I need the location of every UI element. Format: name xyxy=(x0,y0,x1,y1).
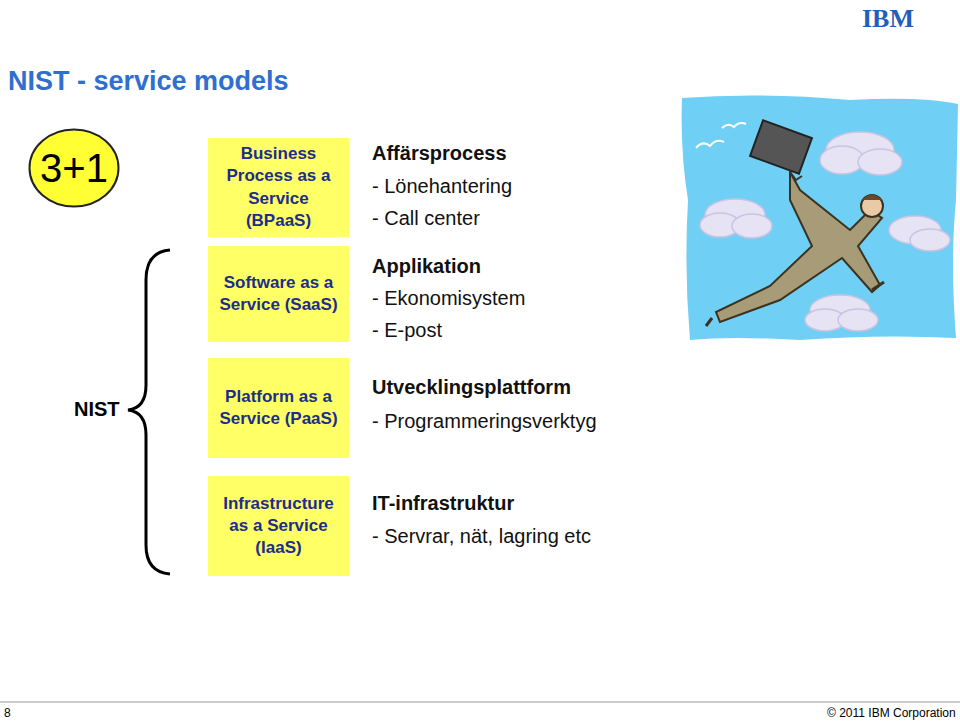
layer-heading: Utvecklingsplattform xyxy=(372,376,571,399)
copyright: © 2011 IBM Corporation xyxy=(827,706,956,720)
slide-title: NIST - service models xyxy=(8,66,289,97)
bird xyxy=(696,123,746,148)
service-name: Business Process as a Service (BPaaS) xyxy=(214,143,343,231)
service-name: Platform as a Service (PaaS) xyxy=(214,386,343,430)
count-circle: 3+1 xyxy=(28,128,120,208)
layer-example: - E-post xyxy=(372,319,442,342)
service-box: Infrastructure as a Service (IaaS) xyxy=(208,476,349,576)
page-number: 8 xyxy=(4,706,11,720)
layer-heading: IT-infrastruktur xyxy=(372,492,514,515)
flying-man xyxy=(706,120,884,326)
footer-rule xyxy=(0,702,960,703)
circle-shape xyxy=(30,130,119,207)
service-box: Platform as a Service (PaaS) xyxy=(208,358,349,458)
layer-example: - Lönehantering xyxy=(372,175,512,198)
layer-heading: Affärsprocess xyxy=(372,142,507,165)
service-box: Business Process as a Service (BPaaS) xyxy=(208,138,349,237)
group-label: NIST xyxy=(74,398,120,421)
sky-patch xyxy=(682,95,958,340)
layer-heading: Applikation xyxy=(372,255,481,278)
curly-brace xyxy=(128,250,170,574)
count-text: 3+1 xyxy=(40,146,108,191)
service-name: Software as a Service (SaaS) xyxy=(214,272,343,316)
layer-example: - Ekonomisystem xyxy=(372,287,525,310)
cloud xyxy=(700,132,950,331)
service-box: Software as a Service (SaaS) xyxy=(208,246,349,342)
layer-example: - Programmeringsverktyg xyxy=(372,410,597,433)
layer-example: - Servrar, nät, lagring etc xyxy=(372,525,591,548)
layer-example: - Call center xyxy=(372,207,480,230)
service-name: Infrastructure as a Service (IaaS) xyxy=(214,493,343,559)
logo-text: IBM xyxy=(862,4,914,34)
